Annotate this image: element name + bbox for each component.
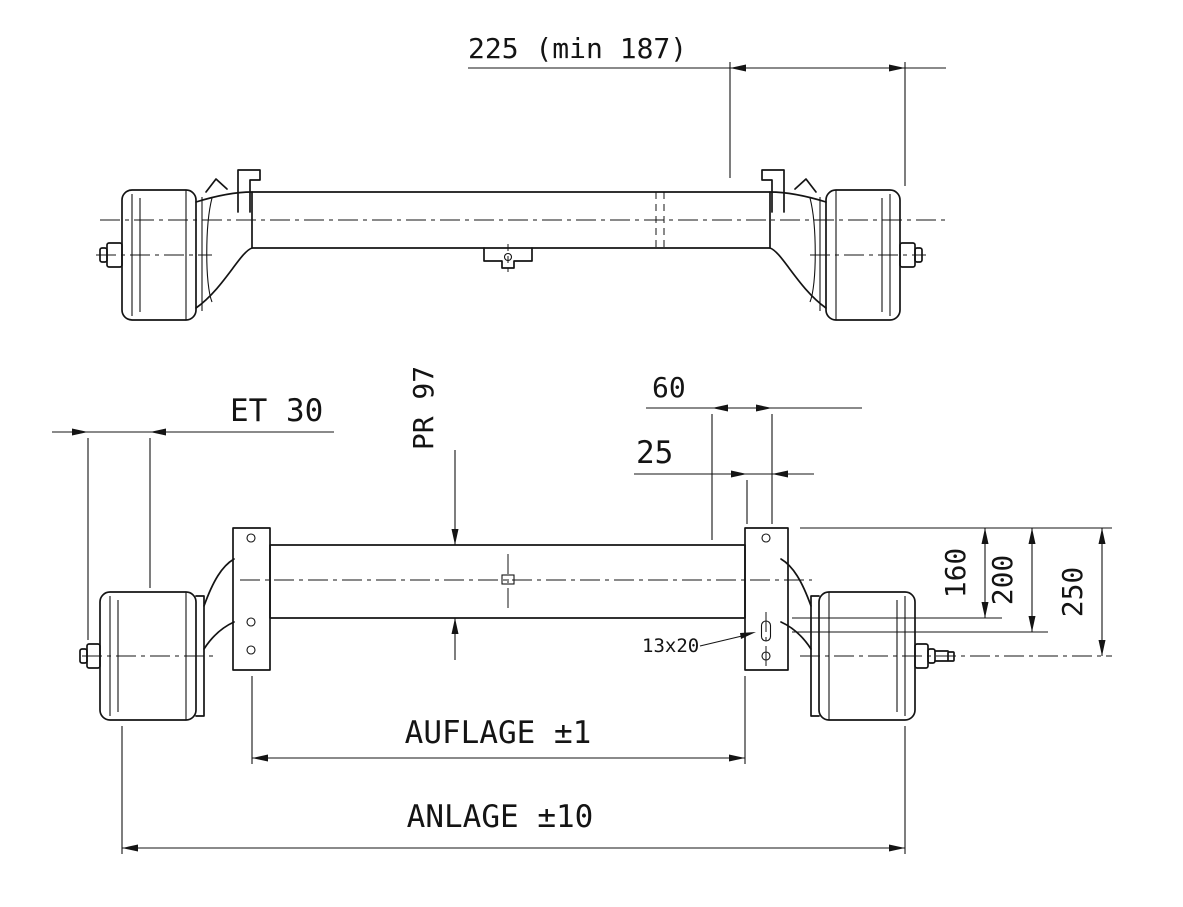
arrowhead bbox=[731, 470, 747, 478]
dimension-label-250: 250 bbox=[1056, 567, 1089, 618]
trailing-arm-top bbox=[203, 558, 235, 607]
brake-drum bbox=[121, 189, 197, 321]
arrowhead bbox=[729, 754, 745, 762]
brake-drum bbox=[99, 591, 197, 721]
bolt-hole-right-top bbox=[761, 533, 771, 543]
arrowhead bbox=[1098, 528, 1106, 544]
arrowhead bbox=[981, 602, 989, 618]
dimension-60: 60 bbox=[646, 371, 862, 540]
slot-label: 13x20 bbox=[642, 635, 699, 657]
mounting-plate-right bbox=[744, 527, 789, 671]
dimension-label-25: 25 bbox=[636, 435, 673, 471]
dimension-pr97: PR 97 bbox=[407, 366, 459, 660]
dimension-et30: ET 30 bbox=[52, 393, 334, 640]
trailing-arm-bottom bbox=[203, 621, 235, 650]
dimension-label-pr97: PR 97 bbox=[407, 366, 440, 450]
arrowhead bbox=[150, 428, 166, 436]
dimension-label-160: 160 bbox=[939, 548, 972, 599]
arrowhead bbox=[712, 404, 728, 412]
arm-peak bbox=[205, 178, 228, 193]
hub-assembly-side-right bbox=[780, 558, 936, 721]
arrowhead bbox=[889, 844, 905, 852]
leader-line bbox=[699, 635, 743, 647]
dimension-label-200: 200 bbox=[986, 555, 1019, 606]
arm-cone-bottom bbox=[195, 247, 253, 309]
dimension-anlage: ANLAGE ±10 bbox=[121, 726, 906, 854]
bolt-hole-left-mid bbox=[246, 617, 256, 627]
arm-cone-top bbox=[195, 191, 253, 203]
arrowhead bbox=[1028, 616, 1036, 632]
callout-slot-13x20: 13x20 bbox=[642, 632, 756, 657]
arrowhead bbox=[740, 632, 756, 639]
dimension-200: 200 bbox=[792, 528, 1048, 633]
hub-assembly-side-left bbox=[79, 558, 235, 721]
dimension-auflage: AUFLAGE ±1 bbox=[251, 676, 746, 764]
arrowhead bbox=[889, 64, 905, 72]
dimension-label-anlage: ANLAGE ±10 bbox=[407, 799, 594, 835]
hub-assembly-front-right bbox=[761, 169, 923, 321]
tube-center-detail bbox=[501, 574, 515, 585]
arrowhead bbox=[730, 64, 746, 72]
hub-assembly-front-left bbox=[99, 169, 261, 321]
bolt-hole-left-bottom bbox=[246, 645, 256, 655]
axle-tube-front bbox=[251, 191, 771, 249]
arrowhead bbox=[122, 844, 138, 852]
arrowhead bbox=[72, 428, 88, 436]
backplate bbox=[195, 595, 205, 717]
arrowhead bbox=[252, 754, 268, 762]
dimension-label-225: 225 (min 187) bbox=[468, 32, 687, 65]
side-view bbox=[79, 527, 1112, 721]
shock-bracket bbox=[237, 169, 261, 213]
bolt-hole-left-top bbox=[246, 533, 256, 543]
arrowhead bbox=[981, 528, 989, 544]
mounting-plate-left bbox=[232, 527, 271, 671]
arrowhead bbox=[451, 529, 459, 545]
arrowhead bbox=[451, 618, 459, 634]
dimension-25: 25 bbox=[634, 435, 814, 524]
dimension-250: 250 bbox=[1056, 528, 1106, 656]
arrowhead bbox=[1098, 640, 1106, 656]
dimension-label-auflage: AUFLAGE ±1 bbox=[405, 715, 592, 751]
dimension-label-60: 60 bbox=[652, 371, 686, 404]
arrowhead bbox=[1028, 528, 1036, 544]
rubber-housing-curve bbox=[206, 197, 213, 303]
front-view bbox=[96, 169, 948, 321]
dimension-225: 225 (min 187) bbox=[468, 32, 946, 186]
dimension-160: 160 bbox=[792, 528, 1002, 619]
arrowhead bbox=[756, 404, 772, 412]
spindle-tip bbox=[947, 651, 955, 662]
dimensions: 225 (min 187) ET 30 PR 97 60 bbox=[52, 32, 1112, 854]
arrowhead bbox=[772, 470, 788, 478]
dimension-label-et30: ET 30 bbox=[230, 393, 323, 429]
